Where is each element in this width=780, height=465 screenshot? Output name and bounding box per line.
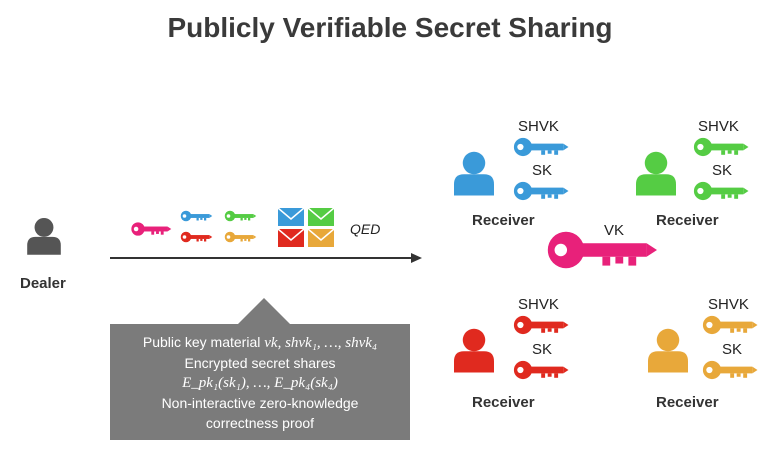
- callout-line-nizk: Non-interactive zero-knowledge: [161, 395, 359, 411]
- receiver-blue-shvk-label: SHVK: [518, 118, 559, 135]
- receiver-red-shvk-key-icon: [513, 315, 569, 335]
- callout-line-correctness-proof: correctness proof: [205, 415, 315, 431]
- envelope-green-icon: [307, 207, 335, 226]
- callout-line-encrypted-shares: Encrypted secret shares: [184, 355, 336, 371]
- dealer-to-receivers-arrow: [110, 253, 422, 263]
- receiver-blue-label: Receiver: [472, 212, 535, 229]
- callout-pointer: [238, 298, 290, 324]
- envelope-orange-icon: [307, 228, 335, 247]
- callout-line1-math: vk, shvk₁, …, shvk₄: [264, 335, 378, 351]
- receiver-orange-sk-label: SK: [722, 341, 743, 358]
- callout-line-encryptions: E_pk₁(sk₁), …, E_pk₄(sk₄): [182, 375, 338, 391]
- dealer-message-callout: Public key material vk, shvk₁, …, shvk₄ …: [110, 324, 410, 440]
- proof-label: QED: [350, 221, 381, 237]
- envelope-blue-icon: [277, 207, 305, 226]
- receiver-orange-icon: [648, 328, 688, 373]
- dealer-label: Dealer: [20, 275, 66, 292]
- receiver-green-shvk-key-icon: [693, 137, 749, 157]
- envelope-red-icon: [277, 228, 305, 247]
- receiver-blue-shvk-key-icon: [513, 137, 569, 157]
- vk-label: VK: [604, 222, 625, 239]
- shvk-key-red-small-icon: [180, 231, 213, 243]
- receiver-blue-icon: [454, 151, 494, 196]
- receiver-orange-sk-key-icon: [702, 360, 758, 380]
- callout-line1-text: Public key material: [142, 334, 265, 350]
- vk-key-large-icon: [547, 231, 657, 269]
- receiver-green-shvk-label: SHVK: [698, 118, 739, 135]
- receiver-red-sk-label: SK: [532, 341, 553, 358]
- vk-key-small-icon: [131, 222, 172, 236]
- receiver-orange-shvk-label: SHVK: [708, 296, 749, 313]
- receiver-orange-shvk-key-icon: [702, 315, 758, 335]
- receiver-red-sk-key-icon: [513, 360, 569, 380]
- receiver-red-shvk-label: SHVK: [518, 296, 559, 313]
- receiver-orange-label: Receiver: [656, 394, 719, 411]
- receiver-blue-sk-label: SK: [532, 162, 553, 179]
- shvk-key-orange-small-icon: [224, 231, 257, 243]
- dealer-icon: [27, 217, 61, 255]
- receiver-green-sk-label: SK: [712, 162, 733, 179]
- callout-line-public-key-material: Public key material vk, shvk₁, …, shvk₄: [110, 332, 410, 353]
- receiver-red-label: Receiver: [472, 394, 535, 411]
- receiver-green-sk-key-icon: [693, 181, 749, 201]
- receiver-green-icon: [636, 151, 676, 196]
- shvk-key-blue-small-icon: [180, 210, 213, 222]
- receiver-red-icon: [454, 328, 494, 373]
- receiver-green-label: Receiver: [656, 212, 719, 229]
- receiver-blue-sk-key-icon: [513, 181, 569, 201]
- shvk-key-green-small-icon: [224, 210, 257, 222]
- diagram-title: Publicly Verifiable Secret Sharing: [167, 12, 613, 43]
